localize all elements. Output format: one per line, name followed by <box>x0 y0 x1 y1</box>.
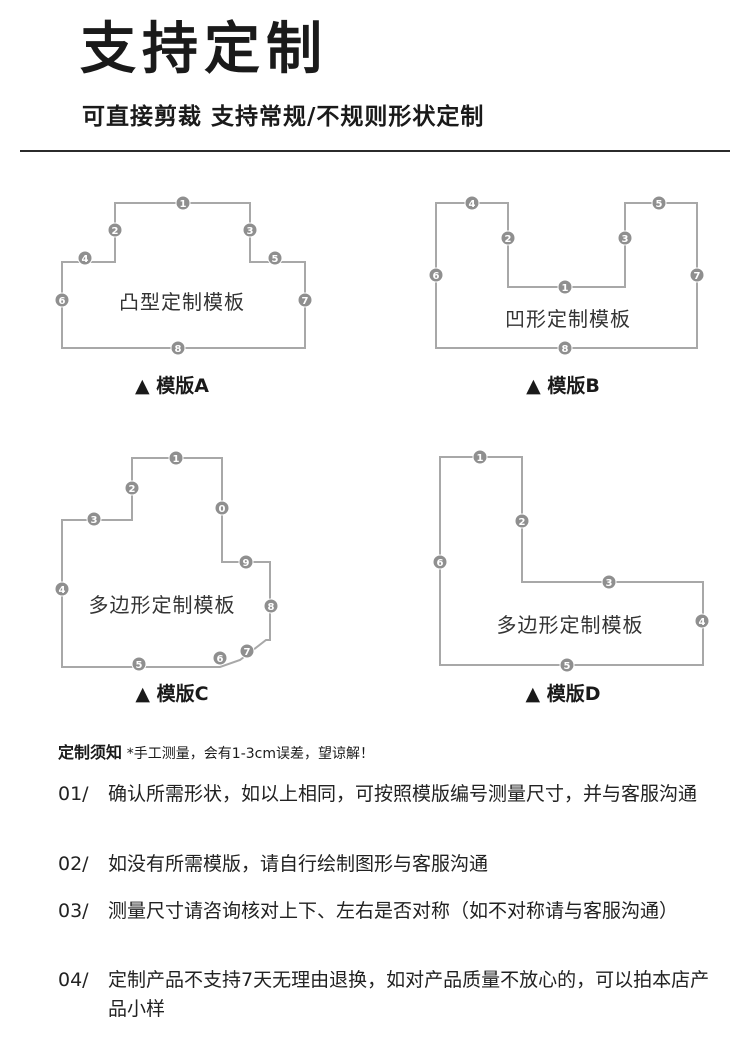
template-c-caption: ▲ 模版C <box>135 682 208 705</box>
template-c-markers: 1 2 3 4 5 6 7 8 9 0 <box>54 450 279 672</box>
measure-point-number: 4 <box>82 254 89 265</box>
notice-item-number: 02/ <box>58 853 89 875</box>
template-d-outline <box>439 456 704 666</box>
measure-point-marker <box>263 598 279 614</box>
measure-point-marker <box>170 340 186 356</box>
template-b-caption: ▲ 模版B <box>526 374 600 397</box>
measure-point-number: 5 <box>272 254 279 265</box>
measure-point-marker <box>214 500 230 516</box>
notice-item-text: 定制产品不支持7天无理由退换，如对产品质量不放心的，可以拍本店产品小样 <box>108 969 710 1020</box>
measure-point-marker <box>601 574 617 590</box>
notice-item-text: 确认所需形状，如以上相同，可按照模版编号测量尺寸，并与客服沟通 <box>108 783 698 805</box>
measure-point-marker <box>500 230 516 246</box>
measure-point-number: 5 <box>656 199 663 210</box>
measure-point-number: 1 <box>173 454 180 465</box>
measure-point-number: 4 <box>699 617 706 628</box>
notice-note: *手工测量，会有1-3cm误差，望谅解！ <box>126 746 374 762</box>
measure-point-marker <box>267 250 283 266</box>
measure-point-marker <box>651 195 667 211</box>
measure-point-marker <box>212 650 228 666</box>
measure-point-marker <box>131 656 147 672</box>
template-d-caption: ▲ 模版D <box>526 682 601 705</box>
measure-point-number: 9 <box>243 558 250 569</box>
measure-point-marker <box>168 450 184 466</box>
template-b-markers: 1 2 3 4 5 6 7 8 <box>428 195 705 356</box>
templates-diagram: 1 2 3 4 5 6 7 8 1 2 3 4 5 6 7 8 1 2 3 4 5 6 7 8 9 0 1 2 3 4 5 6 凸型定制… <box>54 195 710 705</box>
measure-point-number: 0 <box>219 504 226 515</box>
measure-point-number: 3 <box>606 578 613 589</box>
measure-point-number: 6 <box>59 296 66 307</box>
measure-point-number: 4 <box>59 585 66 596</box>
template-a-caption: ▲ 模版A <box>135 374 209 397</box>
template-b-shape-name: 凹形定制模板 <box>505 307 631 331</box>
template-c-shape-name: 多边形定制模板 <box>89 593 236 617</box>
template-d-markers: 1 2 3 4 5 6 <box>432 449 710 673</box>
measure-point-number: 2 <box>519 517 526 528</box>
measure-point-number: 6 <box>433 271 440 282</box>
measure-point-number: 7 <box>694 271 701 282</box>
measure-point-marker <box>694 613 710 629</box>
notice-item-number: 03/ <box>58 900 89 922</box>
template-a-shape-name: 凸型定制模板 <box>119 290 245 314</box>
measure-point-number: 1 <box>477 453 484 464</box>
notice-heading: 定制须知 <box>58 743 123 762</box>
measure-point-marker <box>472 449 488 465</box>
measure-point-number: 1 <box>180 199 187 210</box>
template-a-markers: 1 2 3 4 5 6 7 8 <box>54 195 313 356</box>
notice-item-number: 01/ <box>58 783 89 805</box>
measure-point-number: 5 <box>136 660 143 671</box>
measure-point-marker <box>54 292 70 308</box>
measure-point-marker <box>77 250 93 266</box>
notice-item-number: 04/ <box>58 969 89 991</box>
measure-point-number: 8 <box>175 344 182 355</box>
measure-point-number: 5 <box>564 661 571 672</box>
measure-point-marker <box>239 643 255 659</box>
measure-point-number: 8 <box>268 602 275 613</box>
measure-point-marker <box>428 267 444 283</box>
measure-point-marker <box>238 554 254 570</box>
measure-point-marker <box>514 513 530 529</box>
notice-header: 定制须知 *手工测量，会有1-3cm误差，望谅解！ <box>58 740 374 767</box>
measure-point-number: 1 <box>562 283 569 294</box>
measure-point-number: 3 <box>247 226 254 237</box>
page-subtitle: 可直接剪裁 支持常规/不规则形状定制 <box>82 104 485 130</box>
notice-item-text: 如没有所需模版，请自行绘制图形与客服沟通 <box>108 853 489 875</box>
template-a-outline <box>61 202 306 349</box>
measure-point-marker <box>559 657 575 673</box>
measure-point-number: 7 <box>302 296 309 307</box>
measure-point-marker <box>54 581 70 597</box>
measure-point-marker <box>242 222 258 238</box>
notice-item-text: 测量尺寸请咨询核对上下、左右是否对称（如不对称请与客服沟通） <box>108 900 679 922</box>
measure-point-number: 8 <box>562 344 569 355</box>
measure-point-marker <box>107 222 123 238</box>
measure-point-marker <box>464 195 480 211</box>
measure-point-number: 2 <box>129 484 136 495</box>
measure-point-number: 6 <box>217 654 224 665</box>
measure-point-number: 2 <box>112 226 119 237</box>
measure-point-number: 6 <box>437 558 444 569</box>
measure-point-marker <box>557 340 573 356</box>
measure-point-marker <box>124 480 140 496</box>
measure-point-marker <box>175 195 191 211</box>
page-title: 支持定制 <box>80 17 328 82</box>
template-d-shape-name: 多边形定制模板 <box>497 613 644 637</box>
measure-point-number: 4 <box>469 199 476 210</box>
measure-point-marker <box>297 292 313 308</box>
measure-point-number: 3 <box>91 515 98 526</box>
measure-point-number: 7 <box>244 647 251 658</box>
measure-point-marker <box>557 279 573 295</box>
measure-point-number: 3 <box>622 234 629 245</box>
measure-point-marker <box>86 511 102 527</box>
measure-point-marker <box>617 230 633 246</box>
measure-point-marker <box>432 554 448 570</box>
measure-point-marker <box>689 267 705 283</box>
measure-point-number: 2 <box>505 234 512 245</box>
divider <box>20 150 730 152</box>
